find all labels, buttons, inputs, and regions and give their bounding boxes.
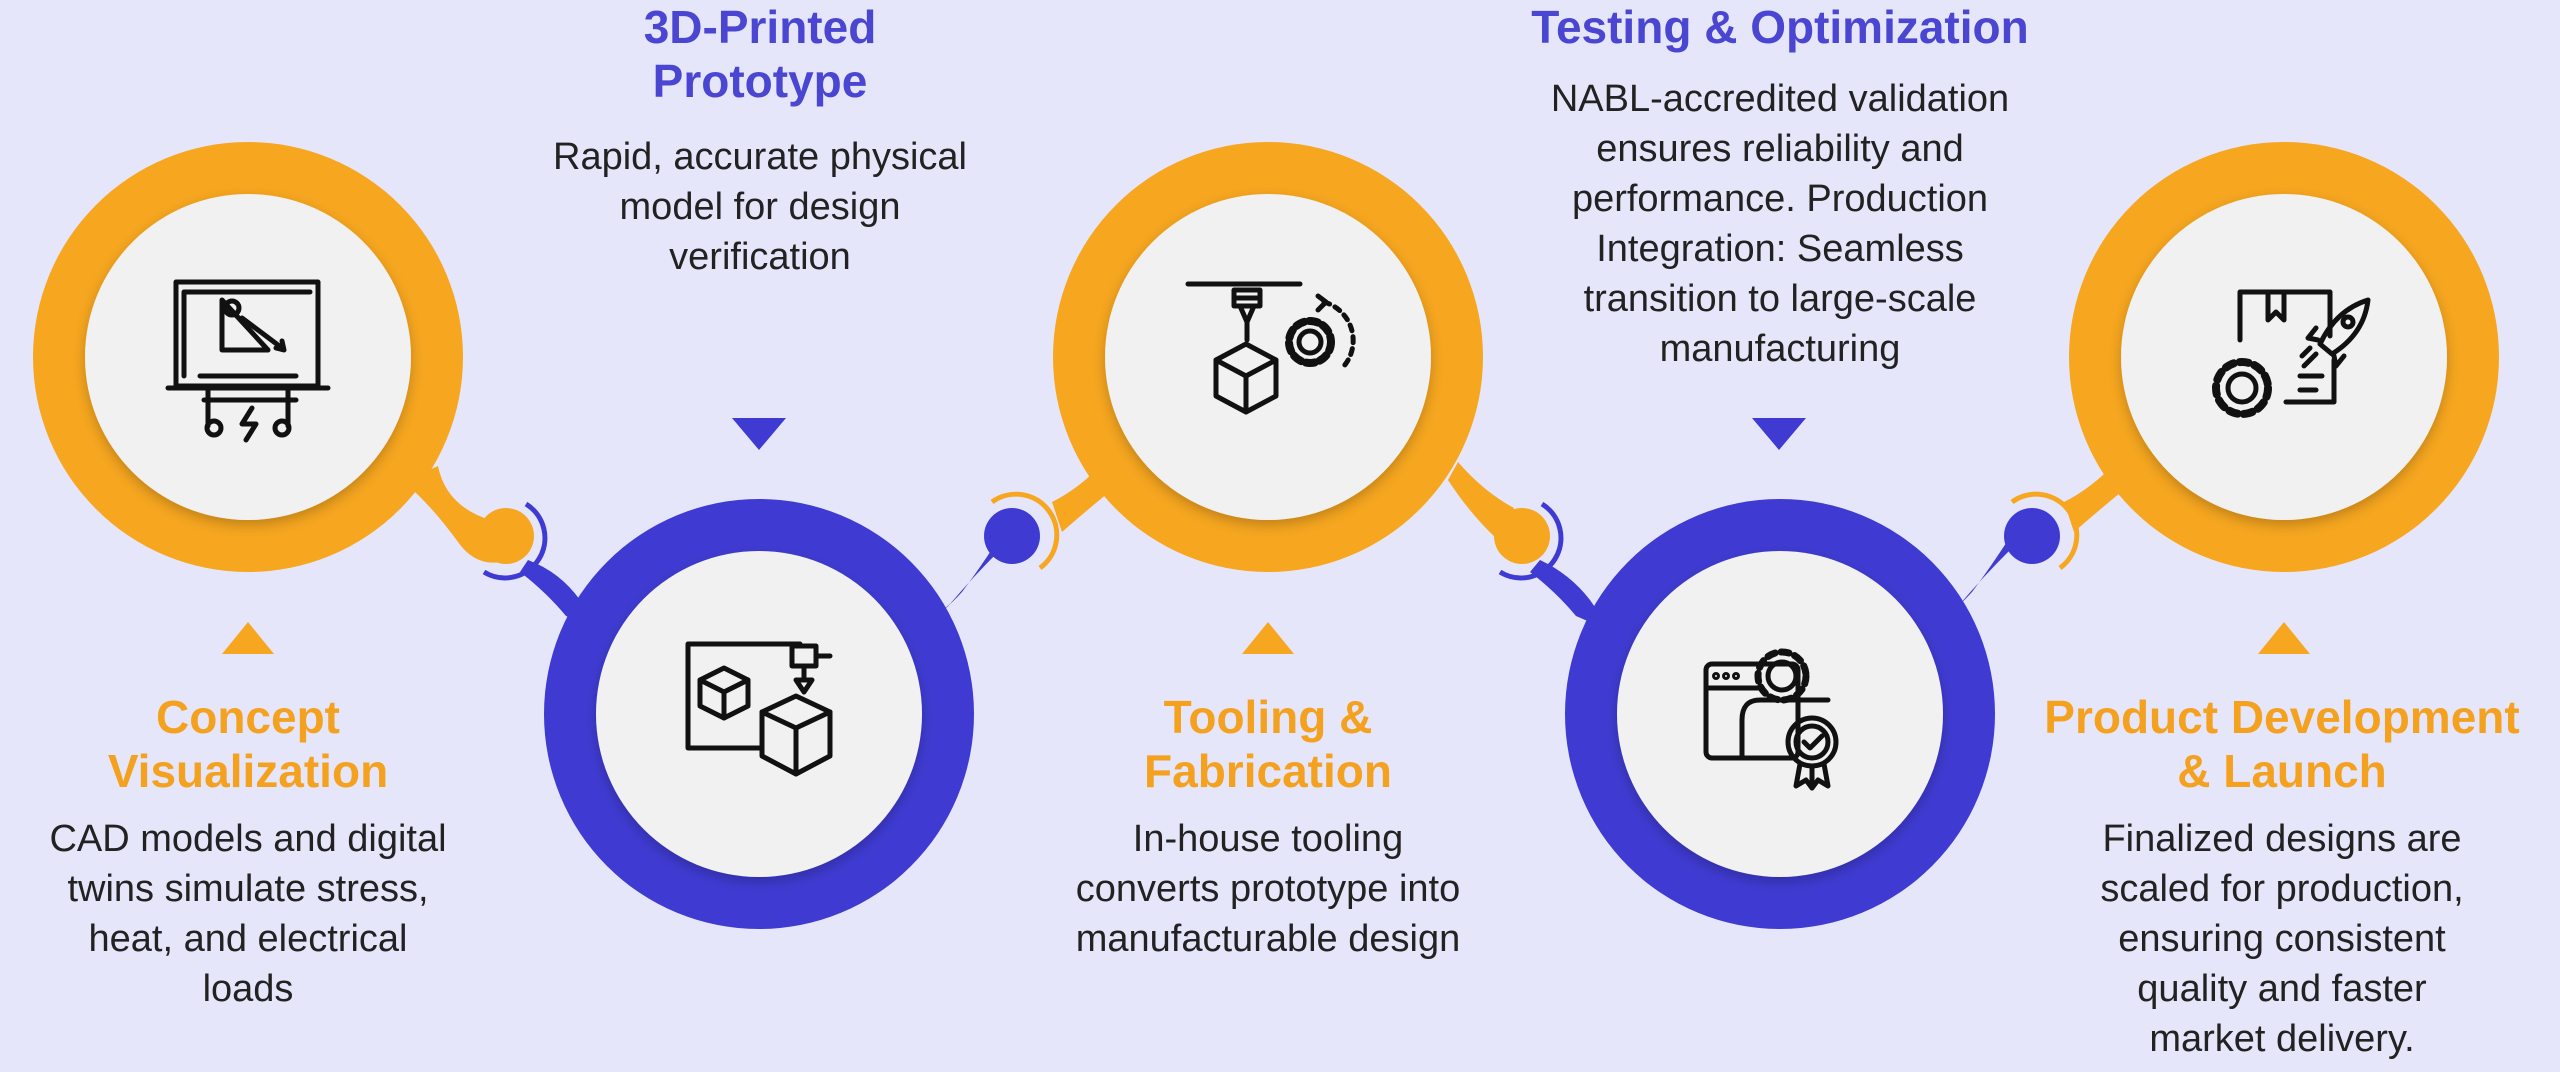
step-5-title: Product Development & Launch <box>2044 691 2520 797</box>
step-1-title: Concept Visualization <box>107 691 389 797</box>
cad-drafting-board-icon <box>165 279 331 443</box>
step-1-text: Concept Visualization CAD models and dig… <box>8 690 488 1014</box>
connector-joints <box>478 491 2080 581</box>
step-3-circle <box>1053 142 1483 572</box>
box-rocket-gear-icon <box>2212 289 2371 418</box>
step-4-title: Testing & Optimization <box>1531 1 2029 53</box>
step-1-description: CAD models and digital twins simulate st… <box>49 818 447 1010</box>
step-3-title: Tooling & Fabrication <box>1144 691 1392 797</box>
step-5-description: Finalized designs are scaled for product… <box>2100 818 2464 1060</box>
step-4-pointer <box>1752 418 1806 450</box>
certified-settings-icon <box>1703 648 1839 791</box>
step-3-description: In-house tooling converts prototype into… <box>1075 818 1461 960</box>
step-4-circle <box>1565 499 1995 929</box>
step-4-description: NABL-accredited validation ensures relia… <box>1550 78 2010 370</box>
pointer-triangles <box>222 418 2310 654</box>
step-5-text: Product Development & Launch Finalized d… <box>2004 690 2560 1064</box>
step-1-circle <box>33 142 463 572</box>
step-2-pointer <box>732 418 786 450</box>
step-5-circle <box>2069 142 2499 572</box>
step-2-text: 3D-Printed Prototype Rapid, accurate phy… <box>480 0 1040 282</box>
print-nozzle-gear-icon <box>1185 281 1356 415</box>
step-2-description: Rapid, accurate physical model for desig… <box>553 136 967 278</box>
step-2-circle <box>544 499 974 929</box>
step-1-pointer <box>222 622 274 654</box>
step-3-text: Tooling & Fabrication In-house tooling c… <box>1008 690 1528 964</box>
step-5-pointer <box>2258 622 2310 654</box>
step-4-text: Testing & Optimization NABL-accredited v… <box>1460 0 2100 374</box>
step-3-pointer <box>1242 622 1294 654</box>
3d-printer-cube-icon <box>685 641 833 777</box>
step-2-title: 3D-Printed Prototype <box>643 1 877 107</box>
